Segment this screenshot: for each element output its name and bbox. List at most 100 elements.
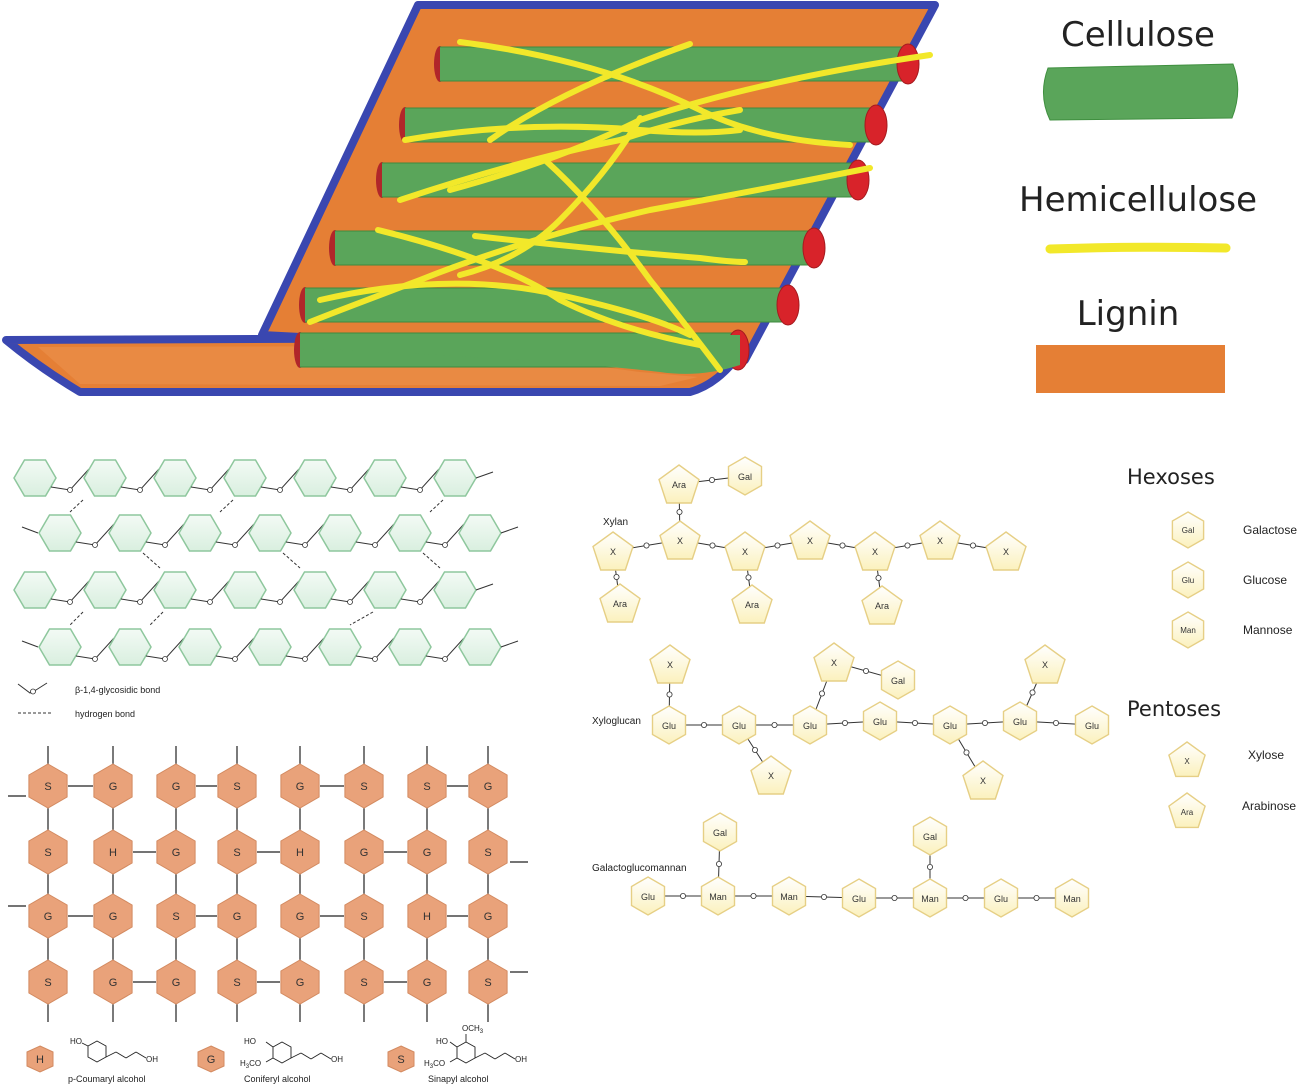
glycosidic-o (302, 656, 308, 662)
monomer-s-hex (387, 1045, 415, 1073)
glycosidic-o (372, 656, 378, 662)
glucose-ring (178, 514, 222, 552)
lignin-unit: G (280, 893, 320, 939)
fiber-end (802, 227, 826, 269)
cellulose-chain (13, 459, 494, 497)
lignin-unit: S (28, 763, 68, 809)
sinapyl-structure (449, 1034, 516, 1064)
lignin-unit-letter: G (296, 977, 305, 989)
hexose-unit: Glu (651, 705, 687, 745)
glucose-ring (108, 514, 152, 552)
monomer-g-hex (197, 1045, 225, 1073)
glycosidic-o (982, 720, 989, 727)
pentose-unit: X (592, 531, 634, 571)
glycosidic-o (162, 656, 168, 662)
lignin-unit-letter: G (484, 781, 493, 793)
lignin-unit: G (156, 829, 196, 875)
fiber-end (776, 284, 800, 326)
glycosidic-o (417, 599, 423, 605)
glucose-ring (223, 459, 267, 497)
lignin-unit-letter: S (233, 781, 240, 793)
hydrogen-bond (429, 499, 444, 513)
coniferyl-h3co: H3CO (240, 1059, 261, 1070)
glycosidic-o (970, 542, 977, 549)
lignin-unit: S (217, 959, 257, 1005)
sugar-unit-label: Glu (943, 721, 957, 731)
hexose-legend-abbr: Man (1180, 626, 1196, 635)
monomer-s-name: Sinapyl alcohol (428, 1074, 489, 1084)
sugar-unit-label: Gal (891, 676, 905, 686)
lignin-unit-letter: S (44, 781, 51, 793)
glucose-ring (83, 459, 127, 497)
hexose-unit: Glu (932, 705, 968, 745)
pentose-legend-abbr: X (1184, 757, 1190, 766)
hemicellulose-strand (447, 52, 933, 193)
cellulose-chain (21, 628, 519, 666)
glucose-ring (363, 571, 407, 609)
glycosidic-o (771, 722, 778, 729)
hydrogen-bond (219, 499, 234, 513)
glycosidic-o (842, 720, 849, 727)
lignin-unit-letter: G (423, 847, 432, 859)
cellulose-chain (21, 514, 519, 552)
legend-lignin-label: Lignin (1077, 294, 1180, 334)
glucose-ring (458, 514, 502, 552)
lignin-unit: S (344, 959, 384, 1005)
glycosidic-o (137, 487, 143, 493)
lignin-unit-letter: G (109, 911, 118, 923)
lignin-unit-letter: H (109, 847, 117, 859)
glycosidic-o (666, 691, 673, 698)
pentose-unit: Ara (861, 585, 903, 625)
lignin-unit: S (344, 763, 384, 809)
lignin-unit-letter: S (484, 847, 491, 859)
monomer-h-hex (26, 1045, 54, 1073)
lignin-unit-letter: G (484, 911, 493, 923)
hexose-legend-name: Glucose (1243, 573, 1287, 587)
glycosidic-bond-label: β-1,4-glycosidic bond (75, 685, 160, 695)
glycosidic-o (1029, 689, 1036, 696)
glucose-ring (248, 514, 292, 552)
glycosidic-o (875, 575, 882, 582)
glucose-ring (293, 459, 337, 497)
glycosidic-o (709, 542, 716, 549)
hydrogen-bond (142, 552, 161, 569)
lignin-unit: G (93, 959, 133, 1005)
legend-hemicellulose-swatch (1045, 242, 1231, 254)
lignin-unit-letter: G (233, 911, 242, 923)
pentose-unit: X (724, 531, 766, 571)
lignin-unit: G (280, 959, 320, 1005)
sugar-unit-label: Man (780, 892, 798, 902)
hemicellulose-strand (457, 39, 853, 148)
sugar-unit-label: Ara (672, 480, 686, 490)
lignin-unit-letter: S (360, 977, 367, 989)
sugar-unit-label: X (742, 547, 748, 557)
coniferyl-ho: HO (244, 1037, 256, 1046)
pentose-unit: Ara (731, 584, 773, 624)
lignin-unit: S (407, 763, 447, 809)
hemicellulose-strand (397, 107, 743, 203)
sinapyl-och3: OCH3 (462, 1024, 484, 1035)
lignin-unit-letter: S (44, 847, 51, 859)
lignin-unit: S (468, 829, 508, 875)
hexose-unit: Gal (702, 812, 738, 852)
glycosidic-o (643, 542, 650, 549)
fiber-end (864, 104, 888, 146)
lignin-unit: H (280, 829, 320, 875)
lignin-unit: G (217, 893, 257, 939)
hemicellulose-strand (307, 165, 873, 325)
lignin-unit-letter: G (109, 977, 118, 989)
fiber-end (896, 43, 920, 85)
sugar-unit-label: X (677, 536, 683, 546)
sinapyl-h3co: H3CO (424, 1059, 445, 1070)
lignin-unit-letter: H (296, 847, 304, 859)
lignin-unit: G (468, 893, 508, 939)
glycosidic-o (819, 690, 826, 697)
hemicellulose-strands (307, 39, 933, 373)
lignin-unit: G (468, 763, 508, 809)
sugar-unit-label: X (1003, 547, 1009, 557)
hexose-unit: Glu (1002, 701, 1038, 741)
lignin-unit: G (93, 893, 133, 939)
